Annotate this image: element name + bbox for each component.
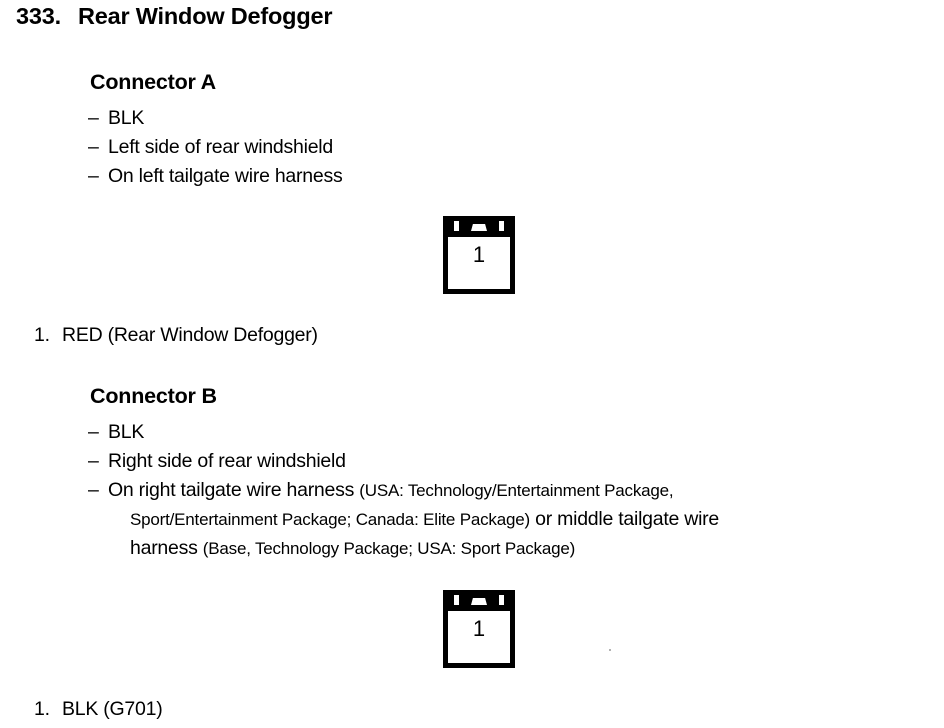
connector-b-terminal-1: 1. BLK (G701) [34,698,163,721]
harness-line-2-packages: Sport/Entertainment Package; Canada: Eli… [130,510,530,529]
connector-a-terminal-1: 1. RED (Rear Window Defogger) [34,324,318,347]
harness-line-2: Sport/Entertainment Package; Canada: Eli… [108,505,928,534]
dash-bullet: – [88,479,99,501]
connector-a-pin-view-icon: 1 [443,216,515,294]
connector-slot-left-icon [454,595,459,605]
connector-b-pin-number: 1 [472,616,486,641]
scan-artifact-speck [609,649,611,651]
harness-line-1-main: On right tailgate wire harness [108,479,360,501]
harness-line-1-packages: (USA: Technology/Entertainment Package, [359,481,674,500]
connector-slot-left-icon [454,221,459,231]
spec-text: BLK [108,421,145,443]
terminal-description: RED (Rear Window Defogger) [62,324,318,346]
list-item-harness: – On right tailgate wire harness (USA: T… [88,476,928,563]
connector-slot-right-icon [499,221,504,231]
dash-bullet: – [88,450,99,472]
connector-slot-right-icon [499,595,504,605]
dash-bullet: – [88,107,99,129]
page-title: 333. Rear Window Defogger [16,3,333,30]
list-item: – Right side of rear windshield [88,447,928,476]
spec-text: BLK [108,107,145,129]
dash-bullet: – [88,165,99,187]
harness-line-3: harness (Base, Technology Package; USA: … [108,534,928,563]
harness-line-3-packages: (Base, Technology Package; USA: Sport Pa… [202,539,576,558]
connector-a-title: Connector A [90,70,217,94]
dash-bullet: – [88,136,99,158]
list-item: – On left tailgate wire harness [88,162,928,191]
terminal-description: BLK (G701) [62,698,163,720]
section-title: Rear Window Defogger [78,3,333,29]
section-number: 333. [16,3,61,29]
harness-line-3-main: harness [130,537,203,559]
harness-line-2-main: or middle tailgate wire [529,508,720,530]
connector-tab-notch-icon [471,598,487,605]
terminal-number: 1. [34,324,50,346]
connector-b-title: Connector B [90,384,217,408]
dash-bullet: – [88,421,99,443]
connector-a-spec-list: – BLK – Left side of rear windshield – O… [88,104,928,191]
terminal-number: 1. [34,698,50,720]
list-item: – BLK [88,418,928,447]
list-item: – BLK [88,104,928,133]
spec-text: Right side of rear windshield [108,450,346,472]
connector-b-spec-list: – BLK – Right side of rear windshield – … [88,418,928,563]
connector-tab-notch-icon [471,224,487,231]
connector-b-pin-view-icon: 1 [443,590,515,668]
connector-a-pin-number: 1 [472,242,486,267]
list-item: – Left side of rear windshield [88,133,928,162]
spec-text: Left side of rear windshield [108,136,333,158]
spec-text: On left tailgate wire harness [108,165,343,187]
